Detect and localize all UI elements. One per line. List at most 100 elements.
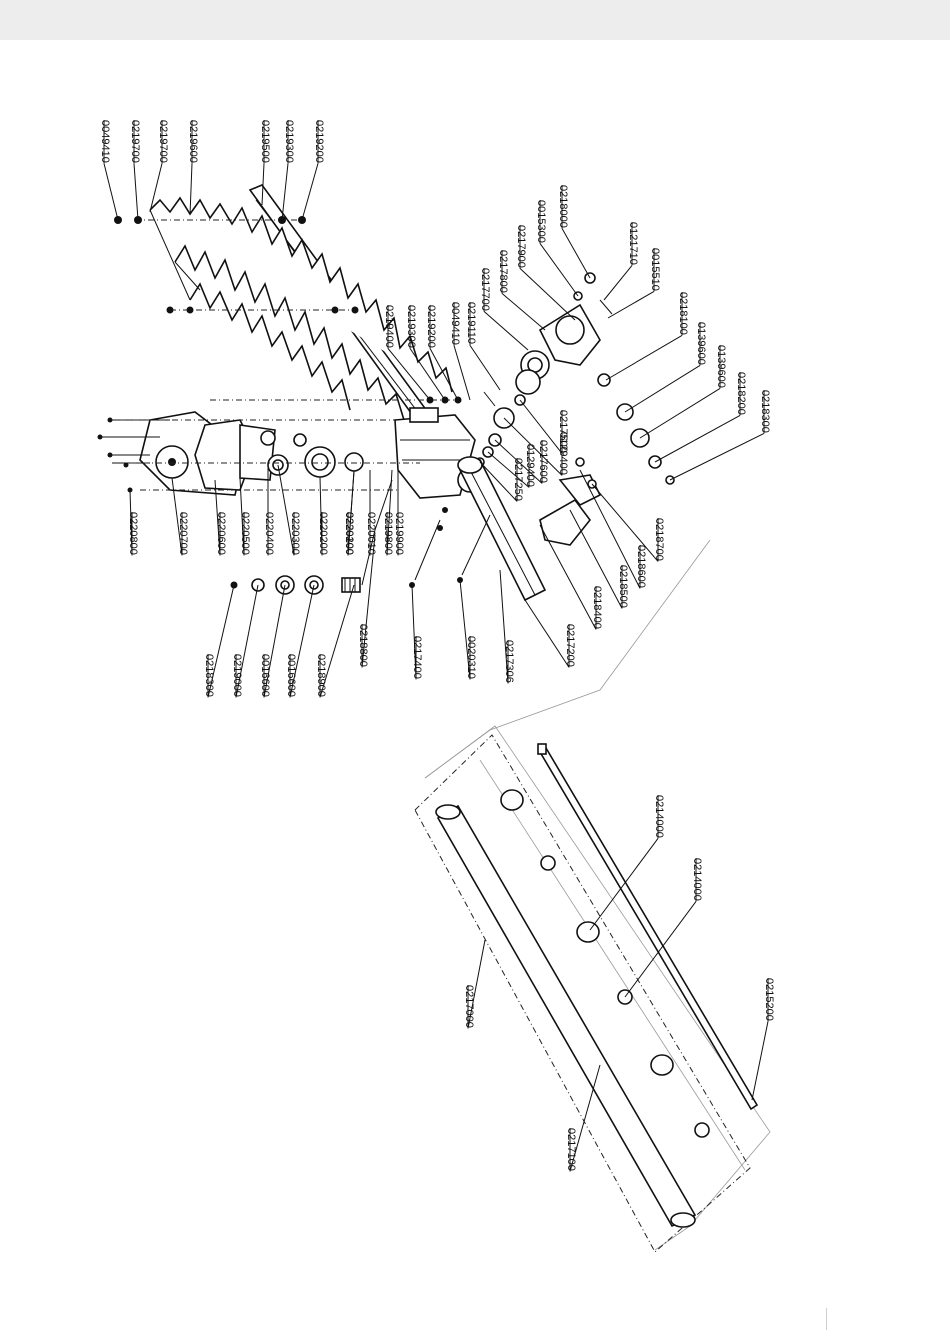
- leader-line: [467, 939, 486, 1029]
- part-callout: 0218700: [591, 483, 665, 562]
- part-callout: 0218800: [357, 534, 376, 668]
- part-number-label: 0219400: [383, 305, 395, 348]
- part-callout: 0220800: [127, 489, 139, 556]
- part-callout: 0219200: [425, 305, 459, 401]
- leader-line: [301, 163, 319, 221]
- part-number-label: 0219700: [129, 120, 141, 163]
- leader-line: [503, 417, 563, 476]
- part-callout: 0214000: [624, 858, 703, 998]
- part-callout: 0219600: [187, 120, 199, 216]
- part-number-label: 0217250: [512, 458, 524, 501]
- leader-line: [319, 584, 355, 698]
- leader-line: [453, 345, 471, 401]
- part-callout: 0220200: [343, 470, 355, 556]
- part-number-label: 0220500: [239, 512, 251, 555]
- part-number-label: 0214000: [653, 795, 665, 838]
- part-number-label: 0015510: [649, 248, 661, 291]
- part-number-label: 0220100: [343, 512, 355, 555]
- part-callout: 0121710: [603, 222, 639, 301]
- part-number-label: 0219900: [393, 512, 405, 555]
- part-callout: 0016600: [259, 584, 286, 698]
- part-number-label: 0217400: [411, 636, 423, 679]
- leader-line: [277, 464, 295, 556]
- leader-line: [579, 469, 641, 589]
- leader-line: [487, 451, 530, 488]
- part-number-label: 0218100: [677, 292, 689, 335]
- part-callout: 0217600: [494, 439, 549, 484]
- part-callout: 0015300: [535, 200, 579, 297]
- part-callout: 0139600: [639, 345, 727, 439]
- leader-line: [561, 228, 591, 279]
- leader-line: [207, 584, 235, 698]
- part-number-label: 0220200: [317, 512, 329, 555]
- part-callout: 0220010: [365, 470, 377, 556]
- part-callout: 0218600: [579, 469, 647, 589]
- leader-line: [409, 348, 446, 401]
- part-number-label: 0219200: [313, 120, 325, 163]
- leader-line: [319, 476, 323, 556]
- part-callout: 0219110: [465, 302, 491, 376]
- part-number-label: 0217900: [515, 225, 527, 268]
- leader-line: [129, 489, 133, 556]
- part-number-label: 0020310: [465, 636, 477, 679]
- part-number-label: 0217000: [463, 985, 475, 1028]
- part-callout: 0220600: [214, 479, 227, 556]
- part-number-label: 0219300: [405, 305, 417, 348]
- part-number-label: 0129400: [524, 444, 536, 487]
- part-number-label: 0220600: [215, 512, 227, 555]
- part-number-label: 0217306: [503, 640, 515, 683]
- part-callout: 0220300: [277, 464, 301, 556]
- part-callout: 0219200: [301, 120, 325, 221]
- top-bar: [0, 0, 950, 40]
- part-number-label: 0219300: [283, 120, 295, 163]
- part-number-label: 0217100: [565, 1128, 577, 1171]
- leader-line: [624, 364, 701, 413]
- leader-line: [171, 477, 183, 556]
- part-callout: 0219700: [129, 120, 141, 221]
- leader-line: [469, 345, 491, 376]
- part-callout: 0218300: [203, 584, 235, 698]
- part-number-label: 0219600: [187, 120, 199, 163]
- leader-line: [347, 470, 355, 556]
- part-callout: 0220400: [263, 468, 275, 556]
- part-callout: 0219400: [383, 305, 431, 401]
- part-callout: 0139600: [624, 322, 707, 413]
- leader-line: [539, 524, 597, 630]
- part-callout: 0218100: [605, 292, 689, 381]
- part-callout: 0016600: [285, 584, 315, 698]
- leader-line: [261, 163, 265, 206]
- leader-line: [149, 163, 163, 213]
- leader-line: [589, 838, 659, 931]
- leader-line: [263, 584, 286, 698]
- leader-line: [214, 479, 221, 556]
- leader-line: [429, 348, 459, 401]
- clutch-gear-stack: [475, 272, 675, 485]
- part-callout: 0217400: [411, 584, 423, 680]
- leader-line: [569, 1064, 601, 1172]
- leader-line: [499, 569, 509, 684]
- leader-line: [133, 163, 139, 221]
- part-number-label: 0220010: [365, 512, 377, 555]
- part-callout: 0219300: [405, 305, 446, 401]
- part-number-label: 0217500: [557, 410, 569, 453]
- leader-line: [569, 509, 623, 609]
- part-number-label: 0219500: [259, 120, 271, 163]
- part-number-label: 0121710: [627, 222, 639, 265]
- part-callout: 0219800: [382, 469, 394, 556]
- leader-line: [519, 268, 576, 321]
- leader-line: [411, 584, 417, 680]
- part-number-label: 0214000: [691, 858, 703, 901]
- page-edge-mark: [826, 1308, 827, 1330]
- leader-line: [654, 414, 741, 463]
- part-callout: 0217250: [479, 458, 524, 502]
- part-callout: 0214000: [589, 795, 665, 931]
- part-callout: 0218500: [569, 509, 629, 609]
- leader-line: [539, 243, 579, 297]
- part-number-label: 0218700: [653, 518, 665, 561]
- leader-line: [624, 901, 697, 998]
- part-number-label: 0218900: [315, 654, 327, 697]
- part-number-label: 0016600: [259, 654, 271, 697]
- part-callout: 0218200: [654, 372, 747, 463]
- leader-line: [639, 387, 721, 439]
